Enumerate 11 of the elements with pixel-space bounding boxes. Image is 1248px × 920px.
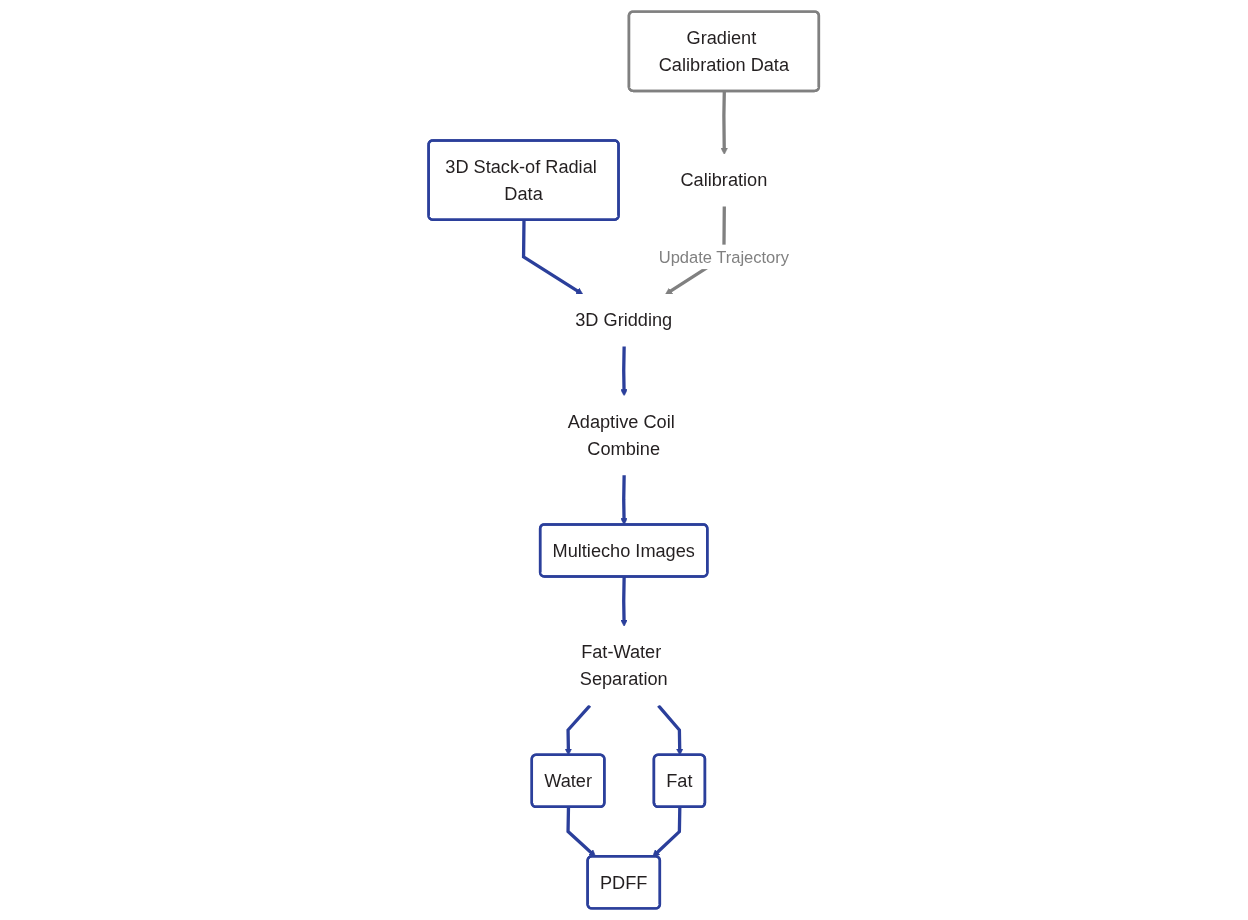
arrow [652,807,682,858]
arrow [522,220,584,295]
node-text: Fat-Water Separation [580,641,668,690]
arrow [620,346,628,397]
node-text: Calibration [680,169,768,191]
edge-label: Update Trajectory [658,247,790,266]
arrow [566,807,597,858]
arrow [720,91,729,155]
arrow [620,576,628,627]
node-text: Adaptive Coil Combine [567,411,675,460]
node-text: 3D Gridding [575,309,673,331]
